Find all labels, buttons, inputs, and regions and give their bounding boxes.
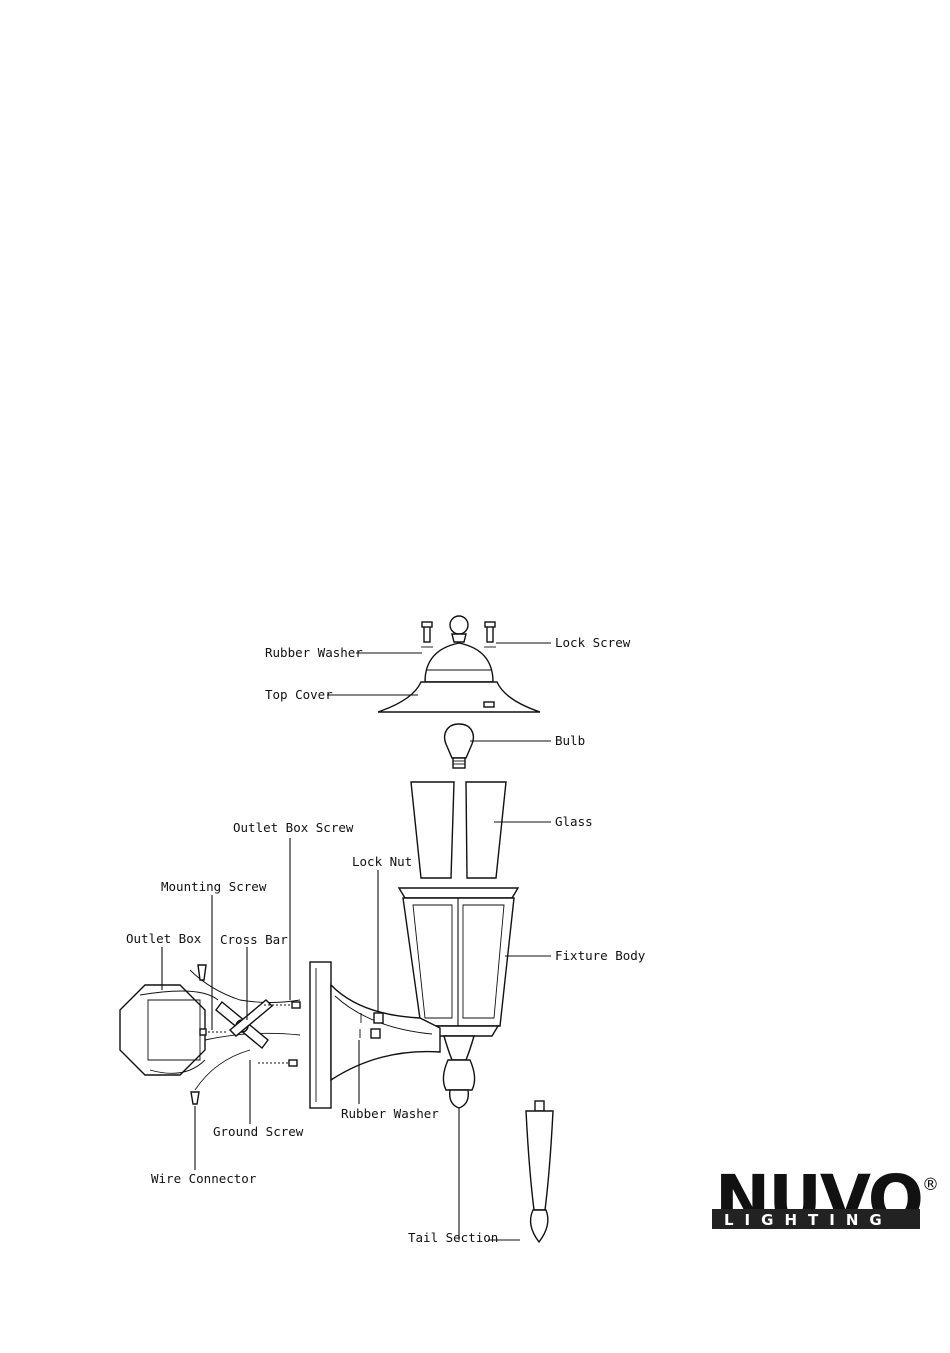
label-ground-screw: Ground Screw — [213, 1124, 304, 1139]
label-bulb: Bulb — [555, 733, 585, 748]
top-cover-part — [378, 616, 540, 712]
label-tail-section: Tail Section — [408, 1230, 498, 1245]
label-top-cover: Top Cover — [265, 687, 333, 702]
nuvo-logo: NUVO LIGHTING ® — [712, 1161, 939, 1238]
outlet-box-part — [120, 965, 300, 1104]
label-lock-screw: Lock Screw — [555, 635, 631, 650]
label-rubber-washer-top: Rubber Washer — [265, 645, 363, 660]
logo-subtext: LIGHTING — [724, 1211, 893, 1229]
glass-part — [411, 782, 506, 878]
logo-registered-mark: ® — [922, 1175, 939, 1195]
bulb-part — [445, 724, 474, 768]
label-mounting-screw: Mounting Screw — [161, 879, 267, 894]
tail-section-part — [526, 1101, 553, 1242]
label-lock-nut: Lock Nut — [352, 854, 412, 869]
label-glass: Glass — [555, 814, 593, 829]
label-wire-connector: Wire Connector — [151, 1171, 257, 1186]
fixture-body-part — [399, 888, 518, 1108]
cross-bar-part — [216, 1000, 272, 1048]
label-outlet-box-screw: Outlet Box Screw — [233, 820, 354, 835]
label-outlet-box: Outlet Box — [126, 931, 202, 946]
label-cross-bar: Cross Bar — [220, 932, 288, 947]
label-rubber-washer-bottom: Rubber Washer — [341, 1106, 439, 1121]
label-fixture-body: Fixture Body — [555, 948, 646, 963]
